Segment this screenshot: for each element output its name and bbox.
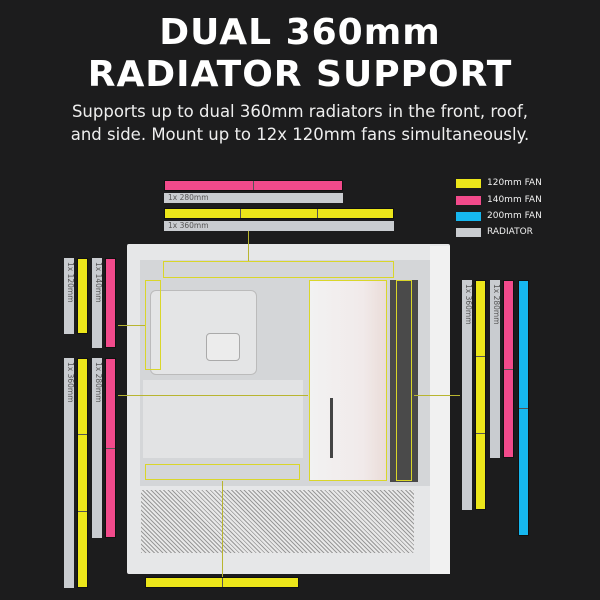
top-360mm-radiator: 1x 360mm — [164, 221, 394, 231]
legend-label: RADIATOR — [487, 227, 533, 237]
top-radiator-outline — [163, 261, 394, 278]
rear-fan-outline — [145, 280, 161, 370]
bottom-fan-outline — [145, 464, 300, 480]
headline: DUAL 360mm RADIATOR SUPPORT — [0, 12, 600, 96]
front-120mm-fans — [475, 280, 486, 510]
subtitle-line-1: Supports up to dual 360mm radiators in t… — [71, 102, 529, 121]
radiator-label: 1x 280mm — [492, 284, 500, 325]
radiator-label: 1x 360mm — [66, 362, 74, 403]
bottom-360mm-radiator: 1x 360mm — [64, 358, 74, 588]
radiator-label: 1x 120mm — [66, 262, 74, 303]
subtitle-line-2: and side. Mount up to 12x 120mm fans sim… — [70, 125, 530, 144]
legend-label: 140mm FAN — [487, 195, 542, 205]
bottom-side-120mm-fans — [145, 577, 299, 588]
rear-120mm-fan — [77, 258, 88, 334]
headline-line-2: RADIATOR SUPPORT — [87, 54, 513, 95]
top-120mm-fans — [164, 208, 394, 219]
cpu-socket — [206, 333, 240, 361]
legend-swatch — [456, 195, 481, 205]
leader-line — [222, 481, 223, 577]
bottom-280mm-radiator: 1x 280mm — [92, 358, 102, 538]
legend-swatch — [456, 211, 481, 221]
legend-item-120mm-fan: 120mm FAN — [456, 178, 542, 188]
front-360mm-radiator: 1x 360mm — [462, 280, 472, 510]
leader-line — [118, 395, 308, 396]
bottom-120mm-fans — [77, 358, 88, 588]
side-radiator-outline — [309, 280, 387, 481]
legend-swatch — [456, 227, 481, 237]
legend-item-140mm-fan: 140mm FAN — [456, 195, 542, 205]
rear-140mm-radiator: 1x 140mm — [92, 258, 102, 348]
legend-item-radiator: RADIATOR — [456, 227, 533, 237]
legend-label: 120mm FAN — [487, 178, 542, 188]
radiator-label: 1x 280mm — [94, 362, 102, 403]
case-front-panel — [430, 246, 450, 574]
legend-label: 200mm FAN — [487, 211, 542, 221]
top-280mm-radiator: 1x 280mm — [164, 193, 343, 203]
front-200mm-fans — [518, 280, 529, 536]
leader-line — [248, 231, 249, 261]
bottom-140mm-fans — [105, 358, 116, 538]
legend-item-200mm-fan: 200mm FAN — [456, 211, 542, 221]
legend-swatch — [456, 178, 481, 188]
psu-shroud-area — [143, 380, 303, 458]
leader-line — [118, 325, 145, 326]
leader-line — [414, 395, 460, 396]
front-140mm-fans — [503, 280, 514, 458]
front-fan-bay — [390, 280, 418, 482]
top-140mm-fans — [164, 180, 343, 191]
radiator-label: 1x 360mm — [464, 284, 472, 325]
rear-140mm-fan — [105, 258, 116, 348]
subtitle: Supports up to dual 360mm radiators in t… — [0, 100, 600, 146]
rear-120mm-radiator: 1x 120mm — [64, 258, 74, 334]
psu-mesh-panel — [141, 490, 414, 553]
front-280mm-radiator: 1x 280mm — [490, 280, 500, 458]
front-glass-panel — [309, 280, 386, 481]
motherboard-tray — [150, 290, 257, 375]
front-radiator-outline — [396, 280, 412, 481]
radiator-label: 1x 140mm — [94, 262, 102, 303]
cable-tie — [330, 398, 333, 458]
headline-line-1: DUAL 360mm — [159, 12, 441, 53]
